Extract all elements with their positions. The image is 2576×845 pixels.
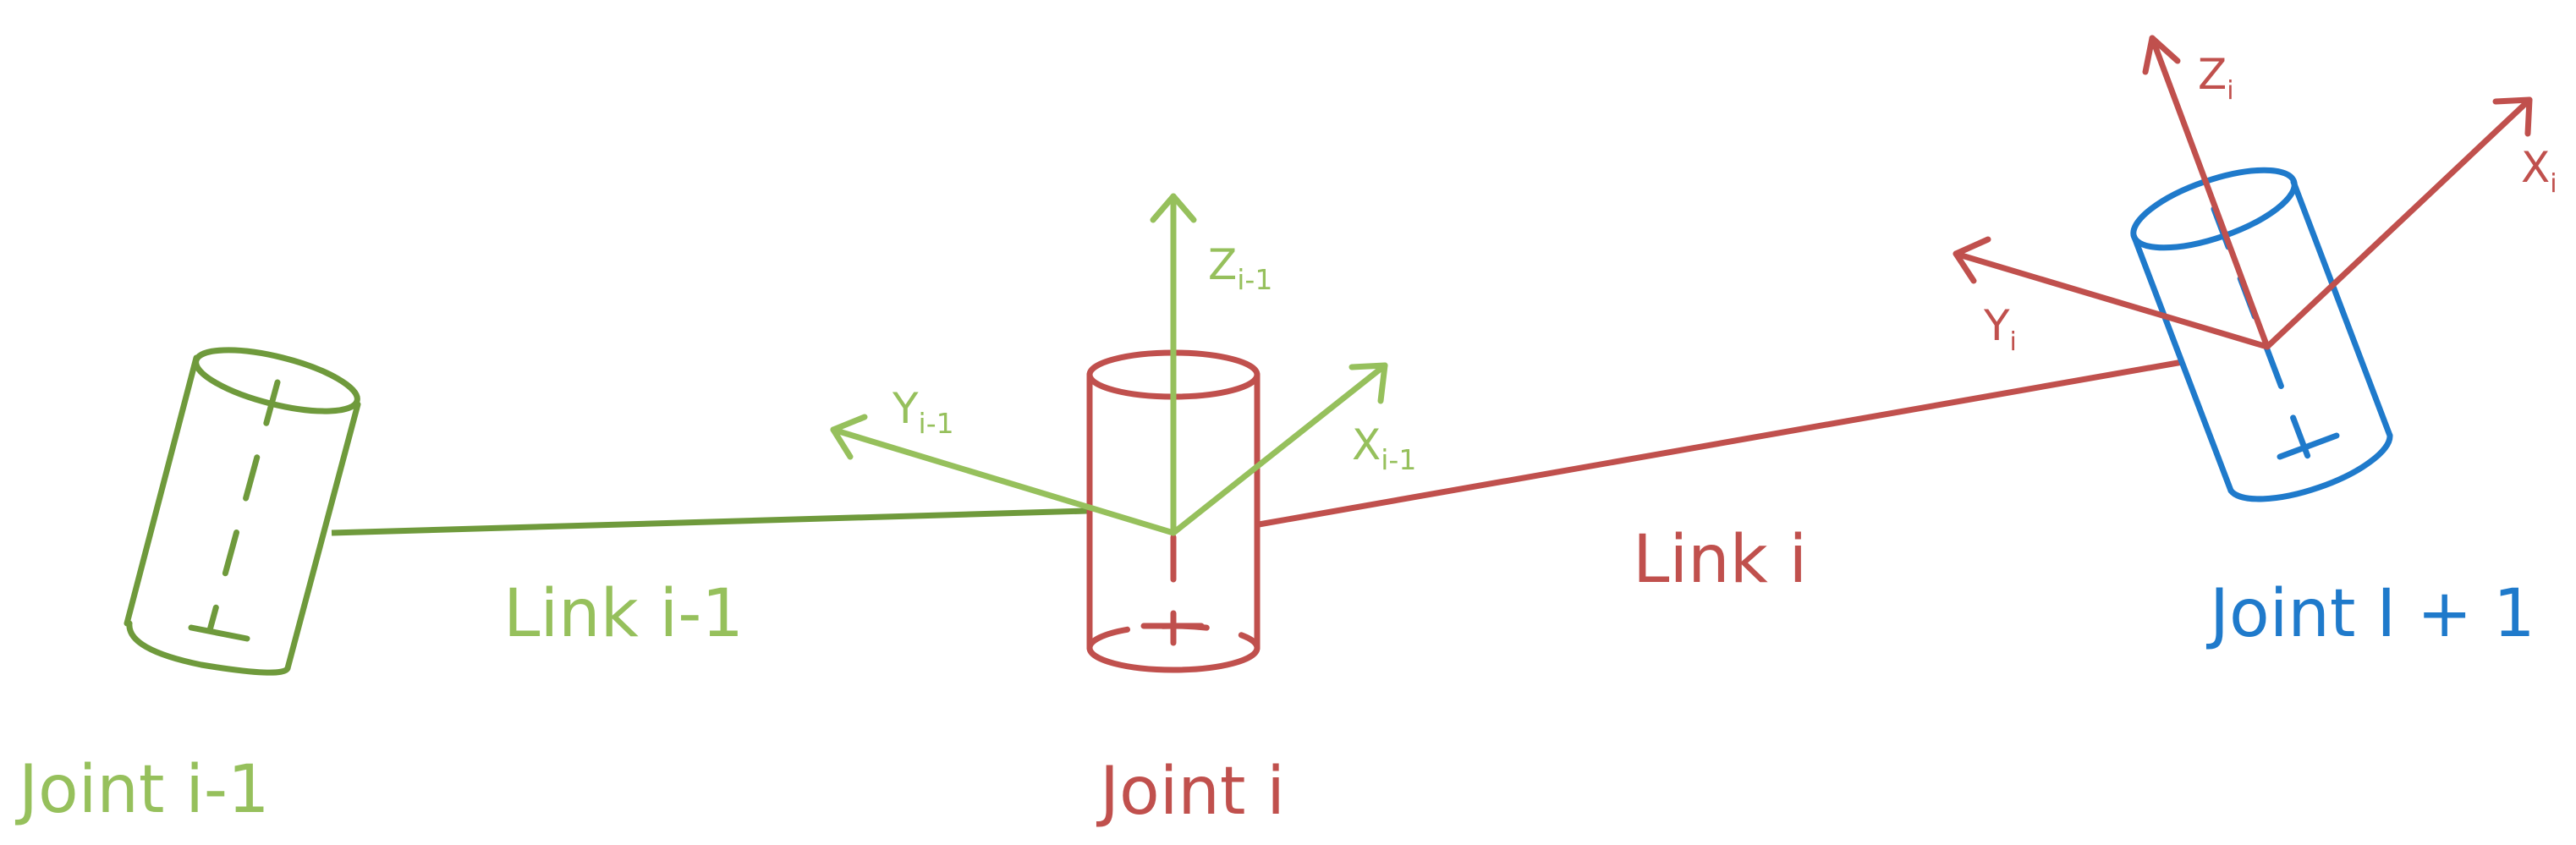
joint-next-right-edge — [2290, 178, 2393, 439]
frame-curr-z-arrowhead — [2142, 35, 2181, 75]
frame-prev-y-axis — [830, 426, 1177, 536]
frame-curr-z-axis — [2149, 35, 2271, 350]
link-prev-label: Link i-1 — [503, 576, 744, 652]
joint-prev-base-tick — [188, 624, 250, 642]
frame-prev-x-label: Xi-1 — [1352, 420, 1416, 476]
frame-prev-y-label: Yi-1 — [892, 384, 954, 440]
frame-curr-x-label: Xi — [2521, 143, 2557, 199]
frame-curr-y-label: Yi — [1983, 301, 2017, 357]
frame-curr-y-axis — [1953, 250, 2271, 350]
frame-prev-x-arrowhead — [1348, 362, 1388, 404]
frame-prev-z-label: Zi-1 — [1208, 240, 1272, 296]
joint-next-label: Joint I + 1 — [2205, 576, 2535, 652]
frame-curr-x-axis — [2264, 96, 2533, 350]
frame-curr-z-label: Zi — [2198, 50, 2234, 106]
joint-next-axis-dashed — [2211, 206, 2313, 464]
link-curr-label: Link i — [1633, 522, 1807, 598]
frame-prev-axes — [830, 193, 1388, 536]
joint-curr-bottom-arc — [1086, 645, 1261, 673]
joint-prev-label: Joint i-1 — [14, 752, 270, 828]
joint-next-bottom-arc — [2227, 432, 2393, 502]
link-curr-line — [1258, 359, 2183, 528]
joint-prev-axis-dashed — [206, 379, 281, 634]
joint-prev-bottom-arc — [126, 620, 291, 676]
frame-curr-axes — [1953, 35, 2533, 350]
link-prev-line — [331, 508, 1088, 536]
frame-prev-z-arrowhead — [1150, 193, 1197, 223]
joint-next-base-tick — [2277, 432, 2340, 460]
joint-prev-right-edge — [284, 401, 361, 672]
frame-prev-x-axis — [1170, 362, 1388, 536]
joint-prev-cylinder — [124, 347, 361, 676]
frame-curr-x-arrowhead — [2492, 96, 2533, 137]
joint-next-cylinder — [2130, 167, 2393, 502]
joint-next-left-edge — [2130, 232, 2234, 494]
frame-curr-y-arrowhead — [1953, 236, 1991, 284]
joint-prev-left-edge — [124, 354, 200, 627]
joint-curr-label: Joint i — [1096, 754, 1285, 830]
frame-prev-y-arrowhead — [830, 414, 868, 460]
